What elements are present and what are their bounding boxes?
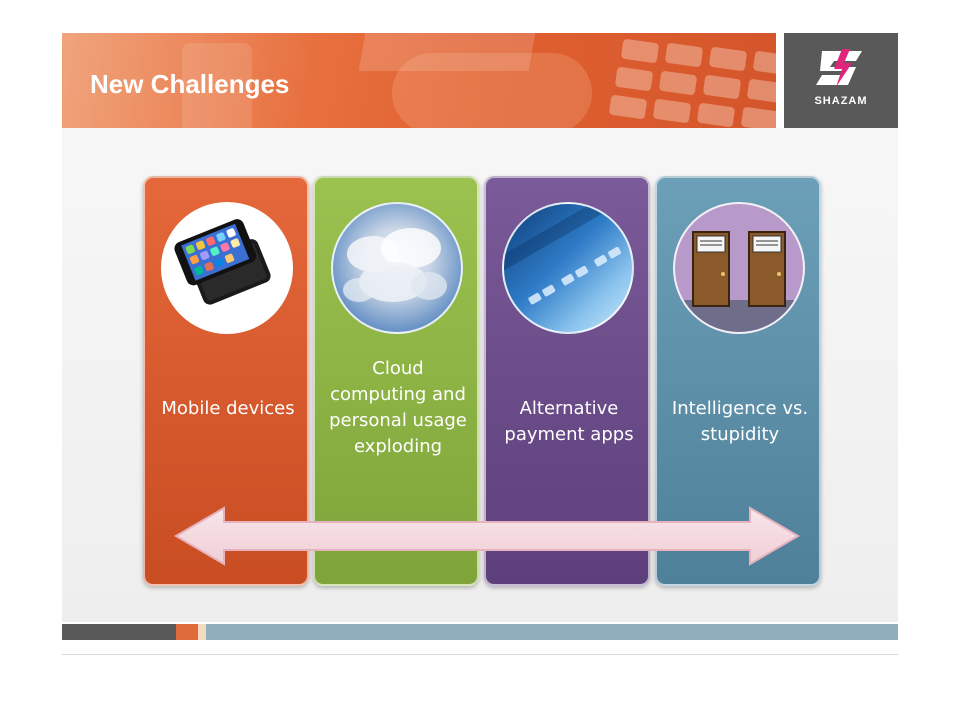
card-intelligence: Intelligence vs. stupidity <box>655 176 821 586</box>
footer-divider <box>62 654 898 655</box>
card-alternative-payment: Alternative payment apps <box>484 176 650 586</box>
double-arrow-icon <box>174 506 800 566</box>
header-banner: New Challenges <box>62 33 776 128</box>
smartphone-image <box>161 202 293 334</box>
card-label: Alternative payment apps <box>504 398 634 445</box>
card-cloud-computing: Cloud computing and personal usage explo… <box>313 176 479 586</box>
card-label: Intelligence vs. stupidity <box>671 398 809 445</box>
footer-bar-orange <box>176 624 198 640</box>
footer-bar-cream <box>198 624 206 640</box>
footer-bar-dark <box>62 624 176 640</box>
clouds-image <box>331 202 463 334</box>
banner-hand-graphic <box>392 53 592 128</box>
banner-phone-graphic <box>182 43 252 128</box>
card-label: Cloud computing and personal usage explo… <box>329 358 467 457</box>
credit-card-image <box>502 202 634 334</box>
banner-keypad-graphic <box>602 38 776 128</box>
footer-bar-blue <box>206 624 898 640</box>
card-mobile-devices: Mobile devices <box>143 176 309 586</box>
shazam-logo: SHAZAM <box>784 33 898 128</box>
slide-title: New Challenges <box>90 69 290 99</box>
logo-text: SHAZAM <box>814 95 868 107</box>
shazam-s-bolt-icon <box>816 49 862 87</box>
card-label: Mobile devices <box>161 398 295 419</box>
counter-intelligence-doors-image <box>673 202 805 334</box>
